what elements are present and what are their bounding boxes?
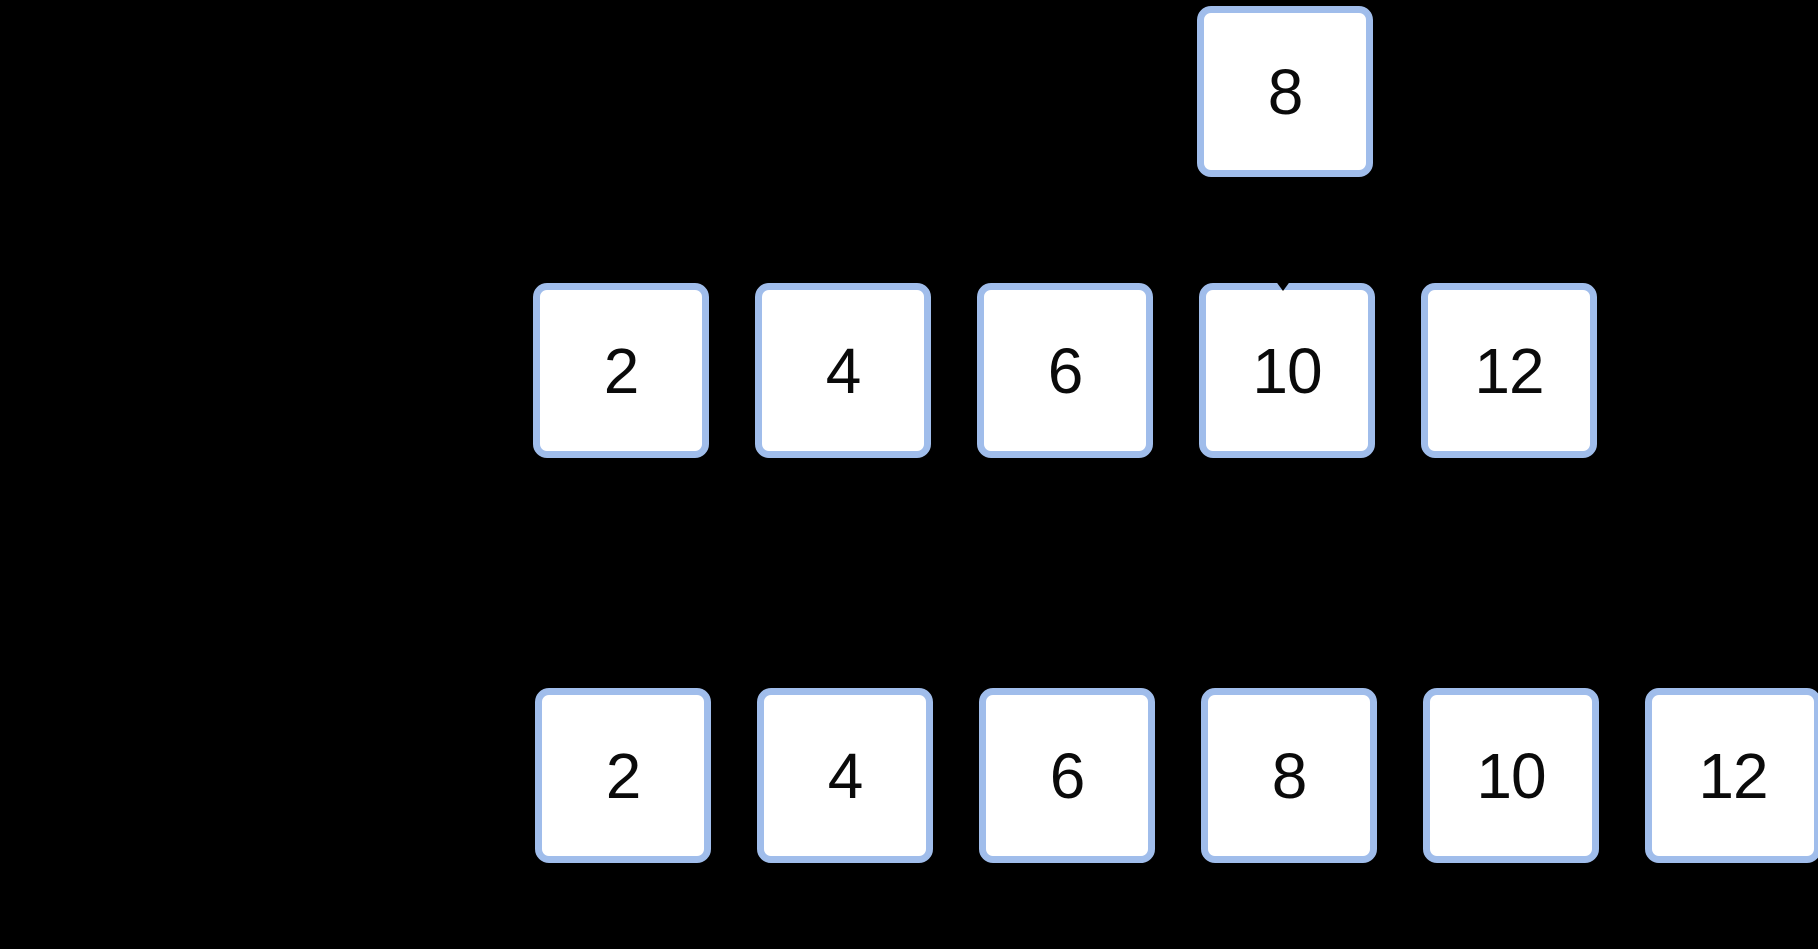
tile-value: 2 [605, 739, 642, 812]
number-tile[interactable]: 12 [1421, 283, 1597, 458]
tile-value: 10 [1476, 739, 1546, 812]
complete-sequence-row: 2 4 6 8 10 12 [535, 688, 1818, 863]
number-tile[interactable]: 2 [533, 283, 709, 458]
number-tile[interactable]: 4 [755, 283, 931, 458]
number-tile[interactable]: 12 [1645, 688, 1818, 863]
number-tile[interactable]: 8 [1201, 688, 1377, 863]
tile-value: 12 [1698, 739, 1768, 812]
number-tile[interactable]: 4 [757, 688, 933, 863]
tile-value: 8 [1267, 55, 1304, 128]
incomplete-sequence-row: 2 4 6 10 12 [533, 283, 1597, 458]
cursor-tip-icon [1272, 276, 1294, 291]
tile-value: 12 [1474, 334, 1544, 407]
dragged-tile[interactable]: 8 [1197, 6, 1373, 177]
number-tile[interactable]: 6 [979, 688, 1155, 863]
tile-value: 8 [1271, 739, 1308, 812]
number-tile[interactable]: 6 [977, 283, 1153, 458]
tile-value: 6 [1049, 739, 1086, 812]
tile-value: 10 [1252, 334, 1322, 407]
tile-value: 6 [1047, 334, 1084, 407]
tile-value: 4 [825, 334, 862, 407]
number-tile drop-target-tile[interactable]: 10 [1199, 283, 1375, 458]
number-tile[interactable]: 10 [1423, 688, 1599, 863]
tile-value: 2 [603, 334, 640, 407]
tile-value: 4 [827, 739, 864, 812]
number-tile[interactable]: 2 [535, 688, 711, 863]
